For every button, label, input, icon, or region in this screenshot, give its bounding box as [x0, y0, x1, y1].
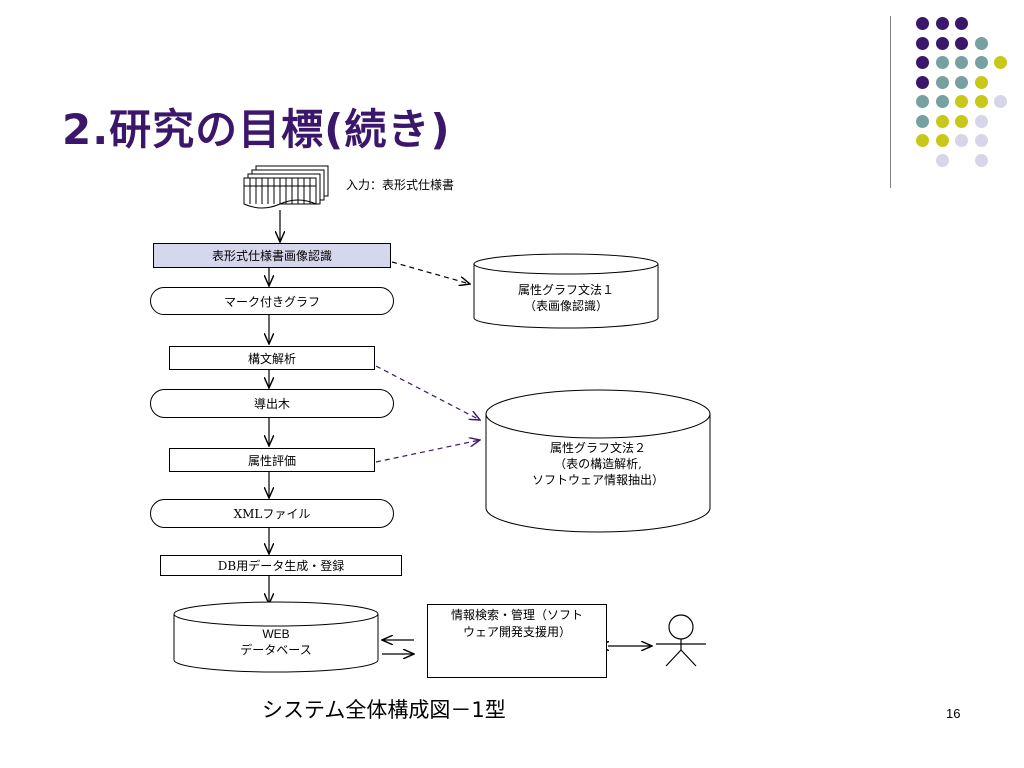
decorative-dot	[974, 134, 988, 147]
decorative-dot	[974, 114, 988, 128]
grammar2-text: 属性グラフ文法２ （表の構造解析, ソフトウェア情報抽出）	[486, 440, 710, 488]
derivation-tree-terminal: 導出木	[150, 389, 394, 418]
search-management-box: 情報検索・管理（ソフト ウェア開発支援用）	[427, 604, 607, 678]
db-generation-box: DB用データ生成・登録	[160, 555, 402, 576]
decorative-dot	[916, 114, 929, 128]
decorative-dot	[916, 17, 929, 30]
syntax-analysis-box: 構文解析	[169, 346, 375, 370]
decorative-dot	[935, 134, 949, 147]
decorative-dot	[955, 114, 968, 128]
decorative-dot	[935, 56, 949, 69]
decorative-dot	[974, 95, 988, 108]
xml-file-terminal: XMLファイル	[150, 499, 394, 528]
grammar1-cylinder	[473, 253, 659, 329]
grammar1-subtitle: （表画像認識）	[523, 299, 608, 313]
decorative-dot	[935, 95, 949, 108]
grammar2-title: 属性グラフ文法２	[549, 441, 646, 455]
attribute-evaluation-box: 属性評価	[169, 448, 375, 472]
user-icon	[656, 614, 706, 667]
decorative-dot	[955, 17, 968, 30]
web-database-line1: WEB	[262, 627, 290, 641]
decorative-dot	[935, 75, 949, 89]
decorative-dot	[955, 36, 968, 50]
decorative-divider	[890, 16, 891, 188]
decorative-dot	[974, 153, 988, 167]
figure-caption: システム全体構成図－1型	[262, 698, 506, 722]
decorative-dot	[916, 75, 929, 89]
grammar2-subtitle-1: （表の構造解析,	[554, 457, 642, 471]
decorative-dot	[935, 17, 949, 30]
grammar1-title: 属性グラフ文法１	[517, 283, 614, 297]
search-management-line1: 情報検索・管理（ソフト	[450, 608, 583, 622]
decorative-dot	[916, 56, 929, 69]
marked-graph-terminal: マーク付きグラフ	[150, 287, 394, 315]
decorative-dot	[955, 95, 968, 108]
decorative-dot	[916, 134, 929, 147]
decorative-dot	[955, 134, 968, 147]
decorative-dot	[974, 36, 988, 50]
decorative-dot	[935, 114, 949, 128]
web-database-cylinder	[173, 601, 379, 673]
grammar1-text: 属性グラフ文法１ （表画像認識）	[474, 282, 658, 314]
search-management-line2: ウェア開発支援用）	[462, 625, 571, 639]
image-recognition-box: 表形式仕様書画像認識	[153, 243, 391, 268]
decorative-dot	[955, 75, 968, 89]
decorative-dot	[935, 153, 949, 167]
decorative-dot	[916, 36, 929, 50]
document-stack-icon	[243, 165, 329, 209]
web-database-line2: データベース	[240, 643, 312, 657]
decorative-dot	[974, 75, 988, 89]
web-database-text: WEB データベース	[174, 626, 378, 658]
grammar2-cylinder	[485, 389, 711, 533]
decorative-dot	[994, 56, 1007, 69]
input-label: 入力：表形式仕様書	[346, 178, 455, 192]
page-number: 16	[946, 706, 961, 721]
slide-title: 2.研究の目標(続き)	[62, 105, 451, 154]
decorative-dot	[994, 95, 1007, 108]
decorative-dot	[916, 95, 929, 108]
decorative-dot	[955, 56, 968, 69]
decorative-dot	[974, 56, 988, 69]
grammar2-subtitle-2: ソフトウェア情報抽出）	[531, 473, 664, 487]
decorative-dot	[935, 36, 949, 50]
